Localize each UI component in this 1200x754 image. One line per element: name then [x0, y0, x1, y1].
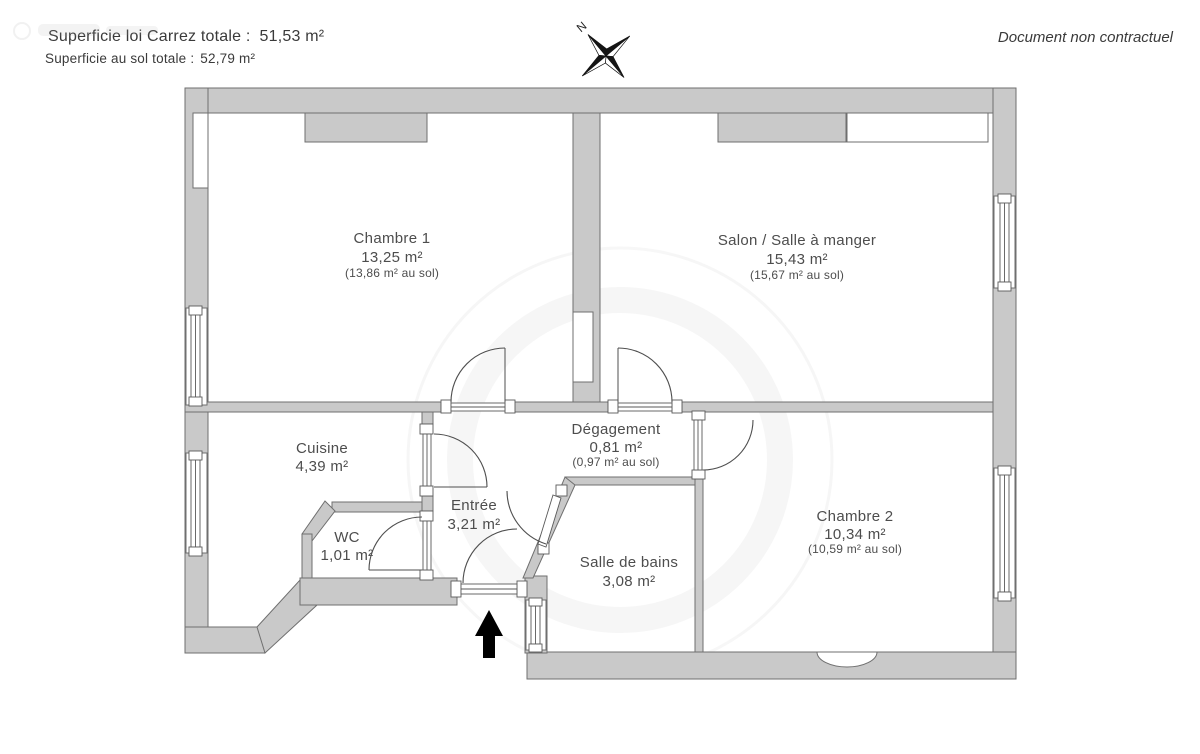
room-label-salle-de-bains: Salle de bains 3,08 m²	[580, 554, 678, 590]
disclaimer-text: Document non contractuel	[997, 29, 1173, 46]
room-floor-area: (10,59 m² au sol)	[808, 542, 902, 556]
room-area: 13,25 m²	[361, 249, 423, 266]
room-area: 1,01 m²	[321, 547, 374, 564]
floor-total-value: 52,79 m²	[200, 50, 256, 66]
room-area: 3,08 m²	[603, 573, 656, 590]
compass-north-label: N	[574, 19, 590, 35]
room-label-degagement: Dégagement 0,81 m² (0,97 m² au sol)	[572, 421, 661, 469]
door-cuisine	[419, 423, 488, 497]
wall-niches	[192, 112, 989, 668]
room-area: 10,34 m²	[824, 526, 886, 543]
room-label-wc: WC 1,01 m²	[321, 529, 374, 564]
surface-summary: Superficie loi Carrez totale : 51,53 m² S…	[45, 26, 324, 68]
door-entrance	[450, 528, 528, 598]
carrez-total-label: Superficie loi Carrez totale :	[48, 28, 251, 45]
carrez-total-value: 51,53 m²	[259, 28, 325, 45]
door-wc	[368, 510, 434, 581]
window-salle-de-bains	[525, 597, 547, 653]
room-name: Cuisine	[296, 440, 348, 457]
door-salon	[607, 347, 683, 414]
room-label-chambre-1: Chambre 1 13,25 m² (13,86 m² au sol)	[345, 230, 439, 280]
room-area: 3,21 m²	[448, 516, 501, 533]
window-cuisine	[185, 450, 208, 557]
room-label-cuisine: Cuisine 4,39 m²	[296, 440, 349, 475]
room-area: 4,39 m²	[296, 458, 349, 475]
room-area: 0,81 m²	[590, 439, 643, 456]
door-chambre-2	[691, 410, 754, 480]
room-name: Chambre 2	[817, 508, 894, 525]
room-label-chambre-2: Chambre 2 10,34 m² (10,59 m² au sol)	[808, 508, 902, 556]
door-salle-de-bains	[506, 484, 568, 555]
room-name: Salle de bains	[580, 554, 678, 571]
window-salon	[993, 193, 1016, 292]
room-name: Salon / Salle à manger	[718, 232, 876, 249]
walls	[184, 87, 1017, 680]
room-name: Dégagement	[572, 421, 661, 438]
floor-total-line: Superficie au sol totale : 52,79 m²	[45, 50, 324, 68]
room-area: 15,43 m²	[766, 251, 828, 268]
room-name: Chambre 1	[354, 230, 431, 247]
room-floor-area: (15,67 m² au sol)	[750, 268, 844, 282]
floor-total-label: Superficie au sol totale :	[45, 50, 195, 66]
entrance-arrow-icon	[475, 610, 503, 658]
room-name: WC	[334, 529, 360, 546]
window-chambre-1	[185, 305, 208, 407]
room-name: Entrée	[451, 497, 497, 514]
room-floor-area: (13,86 m² au sol)	[345, 266, 439, 280]
window-chambre-2	[993, 465, 1016, 602]
room-floor-area: (0,97 m² au sol)	[572, 455, 659, 469]
room-label-entree: Entrée 3,21 m²	[448, 497, 501, 533]
watermark-logo	[13, 22, 158, 40]
door-chambre-1	[440, 347, 516, 414]
compass-icon: N	[574, 19, 631, 78]
room-label-salon: Salon / Salle à manger 15,43 m² (15,67 m…	[718, 232, 876, 282]
carrez-total-line: Superficie loi Carrez totale : 51,53 m²	[48, 26, 324, 48]
